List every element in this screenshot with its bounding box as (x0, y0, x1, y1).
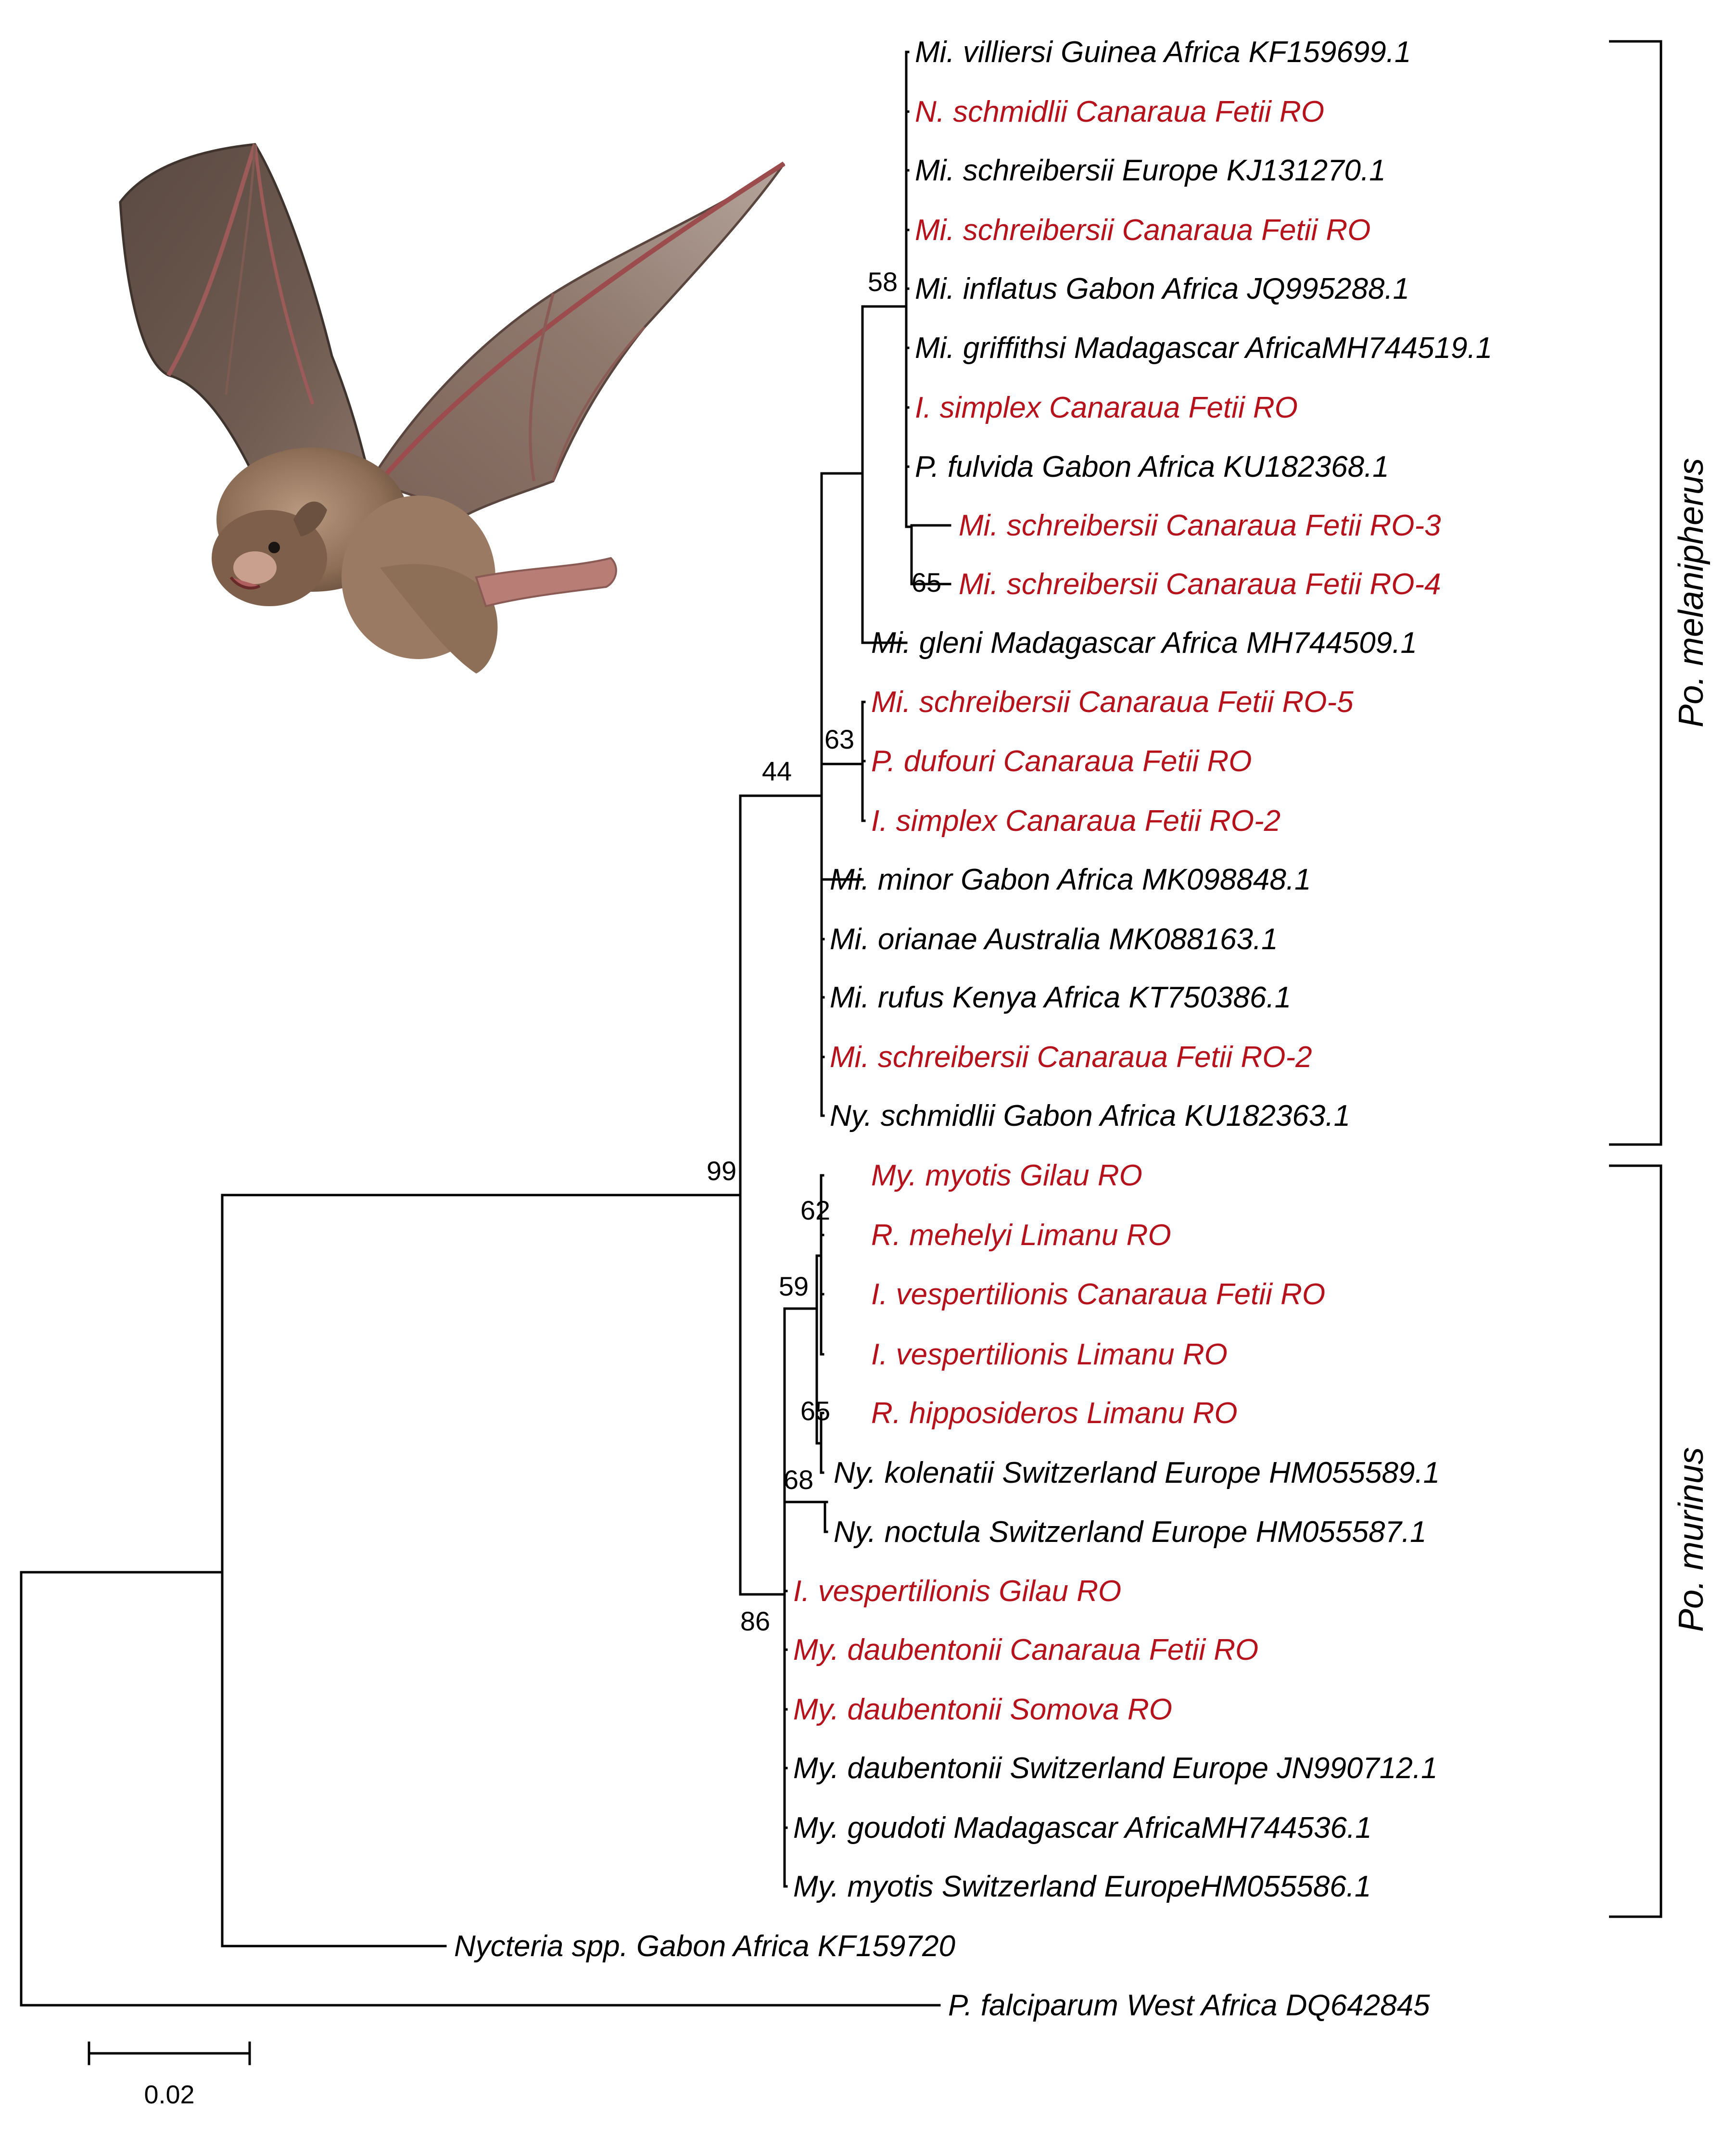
leaf-label: I. vespertilionis Gilau RO (793, 1575, 1121, 1608)
support-value: 65 (912, 567, 941, 598)
leaf-label: I. simplex Canaraua Fetii RO-2 (871, 804, 1280, 838)
leaf-label: Mi. inflatus Gabon Africa JQ995288.1 (915, 272, 1409, 305)
leaf-label: Mi. schreibersii Canaraua Fetii RO-2 (830, 1041, 1312, 1074)
leaf-label: I. simplex Canaraua Fetii RO (915, 391, 1298, 424)
leaf-label: My. daubentonii Canaraua Fetii RO (793, 1633, 1258, 1667)
support-value: 59 (779, 1271, 809, 1301)
leaf-label: My. goudoti Madagascar AfricaMH744536.1 (793, 1811, 1372, 1845)
bat-head (212, 501, 327, 606)
leaf-label: P. falciparum West Africa DQ642845 (948, 1989, 1430, 2022)
leaf-label: Mi. rufus Kenya Africa KT750386.1 (830, 981, 1291, 1014)
leaf-label: Mi. minor Gabon Africa MK098848.1 (830, 863, 1311, 896)
leaf-label: Nycteria spp. Gabon Africa KF159720 (454, 1930, 955, 1963)
support-value: 65 (800, 1396, 830, 1426)
support-value: 99 (707, 1156, 736, 1186)
support-value: 86 (740, 1606, 770, 1636)
leaf-label: Mi. schreibersii Europe KJ131270.1 (915, 154, 1386, 187)
support-value: 58 (868, 267, 898, 297)
bat-photo (119, 143, 786, 674)
scale-bar-line (88, 2041, 251, 2065)
leaf-label: Mi. griffithsi Madagascar AfricaMH744519… (915, 331, 1492, 365)
leaf-label: P. fulvida Gabon Africa KU182368.1 (915, 450, 1389, 484)
leaf-label: Mi. orianae Australia MK088163.1 (830, 923, 1278, 956)
bootstrap-support-values: 58 65 63 44 99 62 59 65 68 86 (707, 267, 941, 1636)
support-value: 62 (800, 1195, 830, 1225)
bat-right-wing (368, 161, 786, 516)
tree-branches (20, 51, 951, 2007)
leaf-label: I. vespertilionis Canaraua Fetii RO (871, 1278, 1325, 1311)
clade-label-melanipherus: Po. melanipherus (1672, 458, 1711, 727)
leaf-label: Mi. schreibersii Canaraua Fetii RO-4 (959, 568, 1441, 601)
leaf-label: Mi. schreibersii Canaraua Fetii RO-5 (871, 686, 1354, 719)
leaf-label: Mi. villiersi Guinea Africa KF159699.1 (915, 36, 1411, 69)
leaf-label: Ny. kolenatii Switzerland Europe HM05558… (834, 1456, 1440, 1489)
leaf-label: R. mehelyi Limanu RO (871, 1219, 1171, 1252)
leaf-label: Ny. schmidlii Gabon Africa KU182363.1 (830, 1099, 1350, 1133)
leaf-label: N. schmidlii Canaraua Fetii RO (915, 95, 1324, 128)
clade-bracket-melanipherus: Po. melanipherus (1609, 40, 1711, 1146)
clade-bracket-line (1609, 40, 1662, 1146)
clade-bracket-murinus: Po. murinus (1609, 1164, 1711, 1918)
leaf-label: I. vespertilionis Limanu RO (871, 1338, 1228, 1371)
support-value: 44 (762, 756, 792, 786)
leaf-label: My. daubentonii Somova RO (793, 1693, 1172, 1726)
leaf-label: Mi. gleni Madagascar Africa MH744509.1 (871, 626, 1417, 660)
leaf-label: My. myotis Switzerland EuropeHM055586.1 (793, 1870, 1371, 1903)
leaf-label: My. daubentonii Switzerland Europe JN990… (793, 1752, 1438, 1785)
leaf-label: Mi. schreibersii Canaraua Fetii RO-3 (959, 509, 1441, 542)
clade-bracket-line (1609, 1164, 1662, 1918)
leaf-labels: Mi. villiersi Guinea Africa KF159699.1N.… (454, 36, 1492, 2022)
leaf-label: P. dufouri Canaraua Fetii RO (871, 745, 1252, 778)
leaf-stub-path (783, 51, 910, 1888)
scale-bar-label: 0.02 (144, 2080, 194, 2109)
leaf-label: R. hipposideros Limanu RO (871, 1397, 1238, 1430)
support-value: 68 (784, 1464, 813, 1495)
clade-label-murinus: Po. murinus (1672, 1447, 1711, 1632)
scale-bar: 0.02 (88, 2041, 251, 2109)
leaf-label: My. myotis Gilau RO (871, 1159, 1142, 1192)
leaf-label: Ny. noctula Switzerland Europe HM055587.… (834, 1515, 1427, 1549)
leaf-label: Mi. schreibersii Canaraua Fetii RO (915, 214, 1371, 247)
support-value: 63 (824, 724, 854, 754)
